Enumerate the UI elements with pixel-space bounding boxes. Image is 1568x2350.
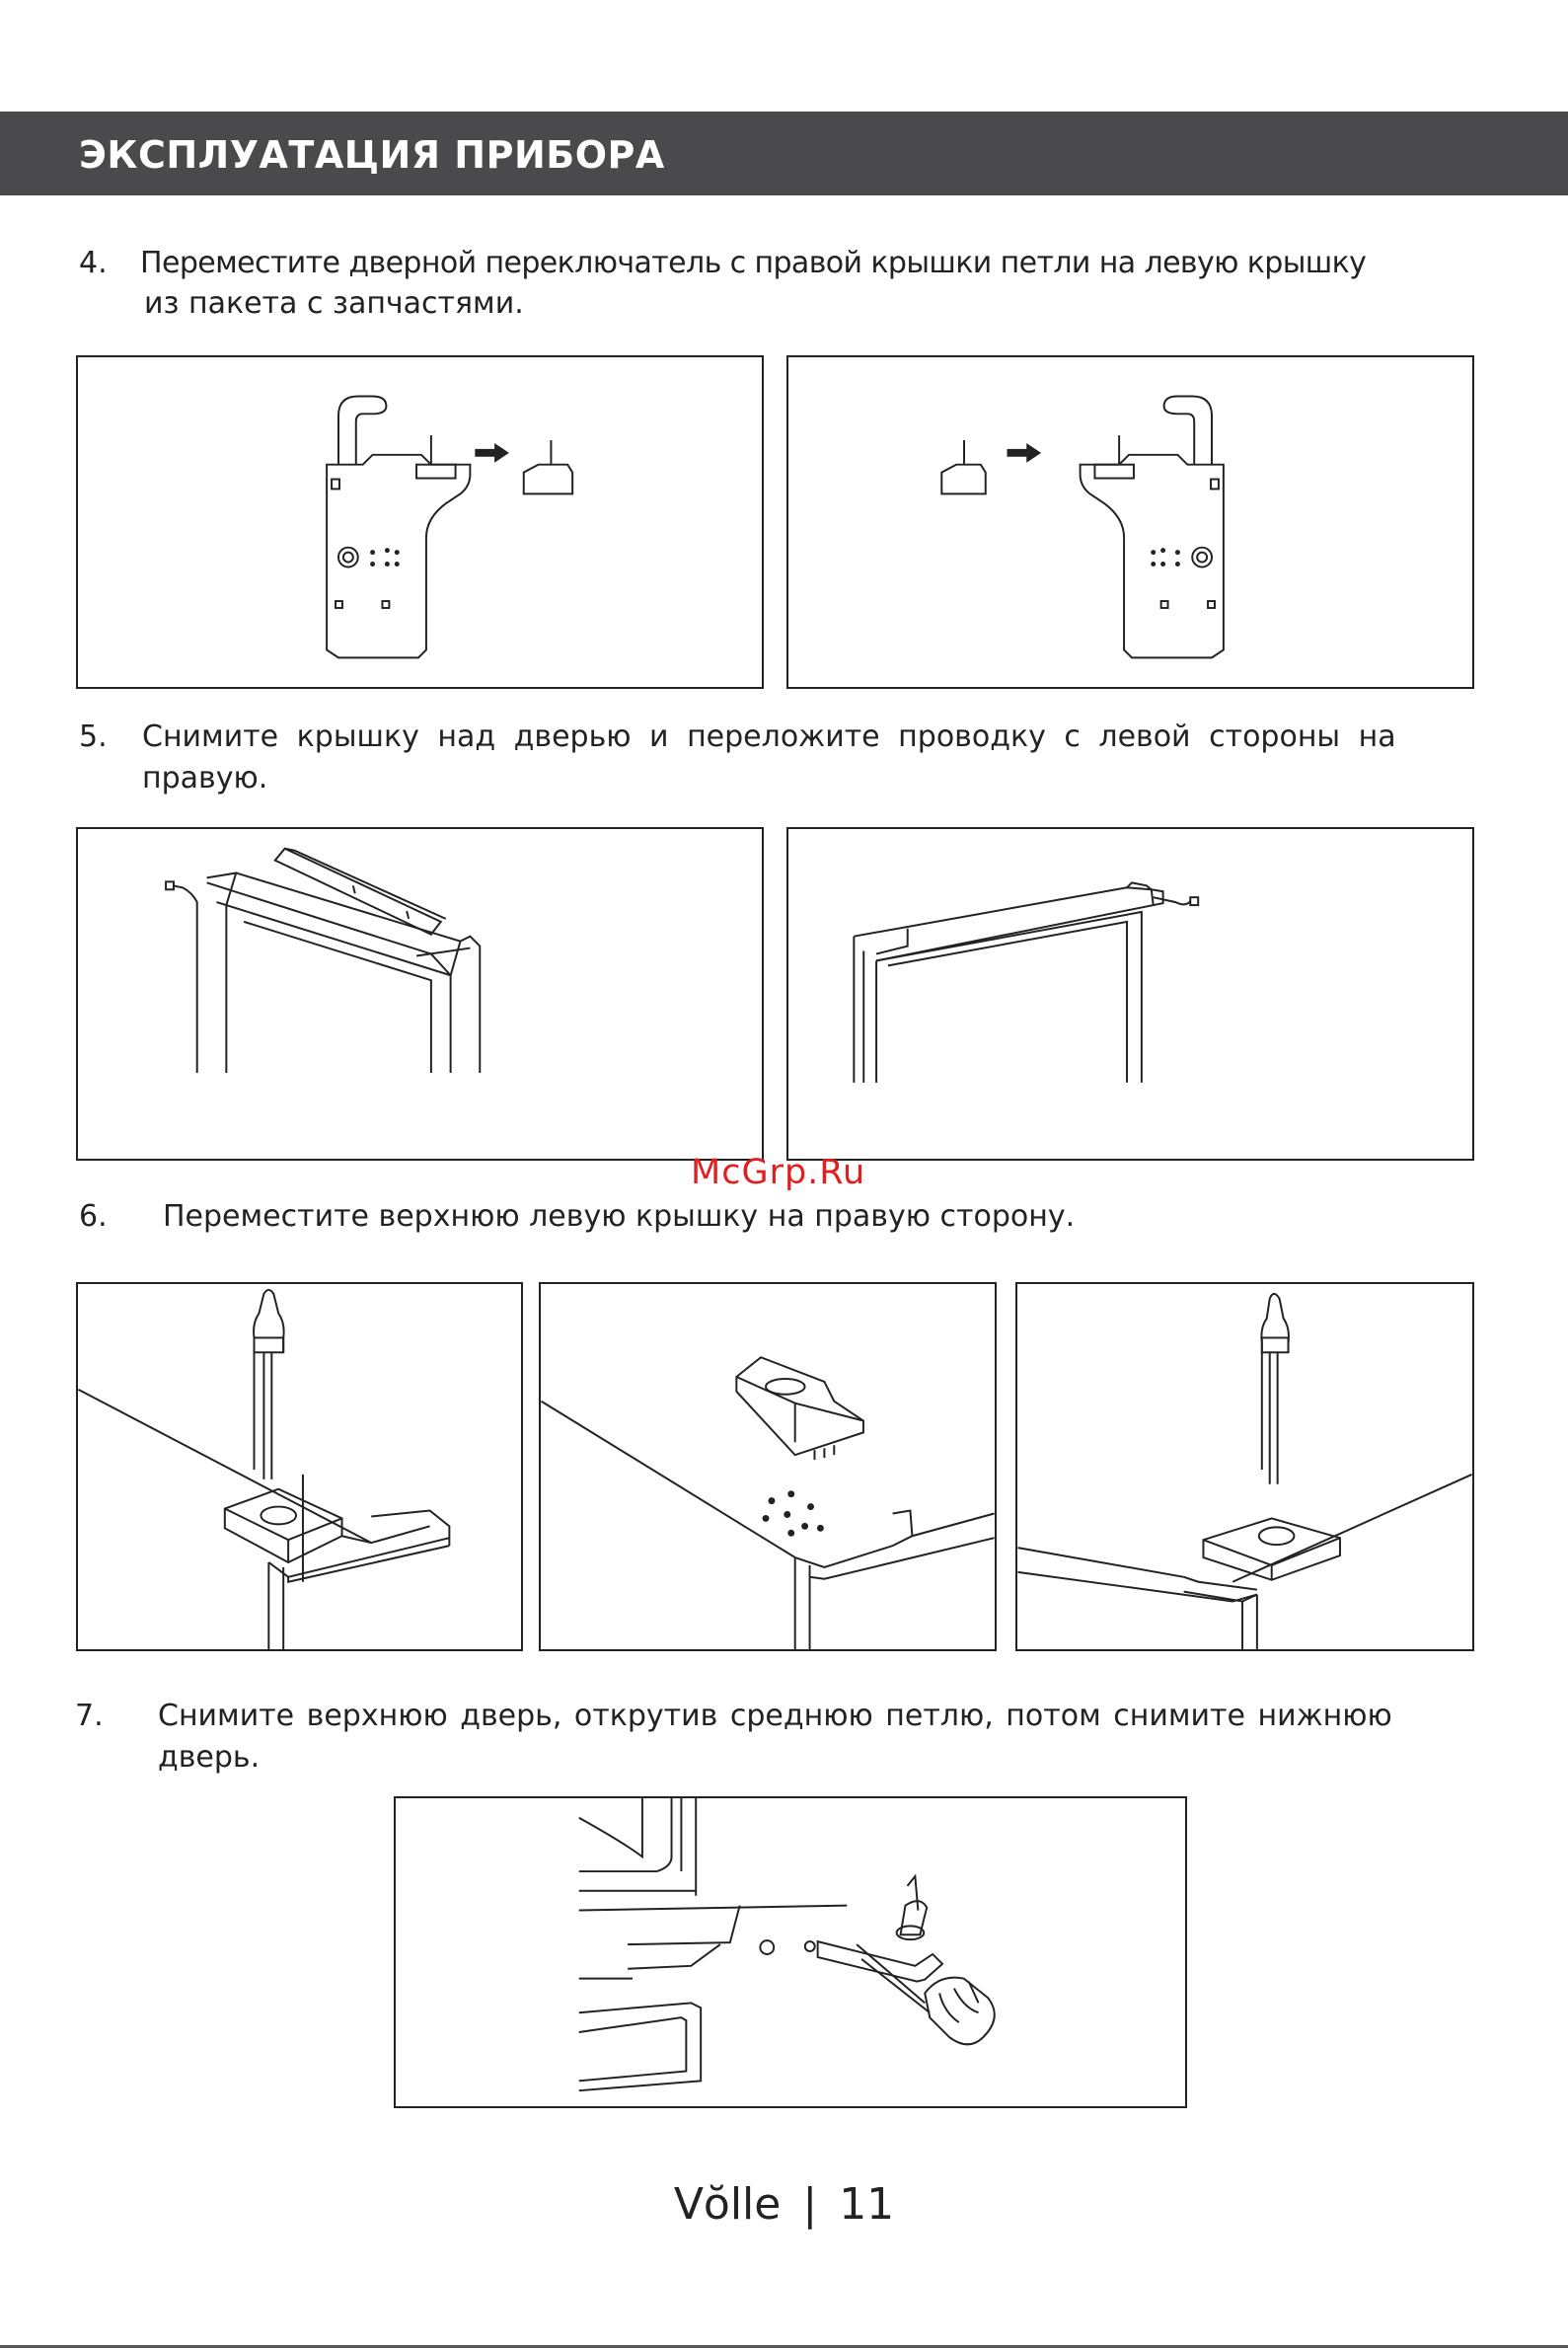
hinge-wrench-illustration [578, 1798, 996, 2092]
section-header: ЭКСПЛУАТАЦИЯ ПРИБОРА [0, 112, 1568, 195]
brand-name: Vŏlle [673, 2179, 782, 2230]
step-5: 5. Снимите крышку над дверью и переложит… [79, 717, 1480, 805]
step-text-line2: из пакета с запчастями. [144, 286, 524, 321]
figure-door-top-cover-right [786, 827, 1474, 1161]
step-7: 7. Снимите верхнюю дверь, открутив средн… [75, 1696, 1480, 1784]
section-title: ЭКСПЛУАТАЦИЯ ПРИБОРА [79, 133, 665, 177]
hinge-cover-illustration [940, 395, 1225, 659]
step-number: 5. [79, 720, 108, 754]
step-text-line1: Переместите верхнюю левую крышку на прав… [163, 1199, 1076, 1234]
step-number: 4. [79, 246, 108, 280]
step-text-line2: правую. [142, 761, 268, 796]
step-6: 6. Переместите верхнюю левую крышку на п… [79, 1196, 1480, 1241]
screwdriver-cover-illustration [78, 1288, 451, 1649]
page-number: 11 [839, 2179, 895, 2230]
door-top-illustration [165, 847, 482, 1074]
screwdriver-cover-illustration [1017, 1292, 1472, 1649]
figure-top-cover-move [539, 1282, 997, 1651]
watermark: McGrp.Ru [691, 1153, 866, 1192]
step-text-line1: Снимите крышку над дверью и переложите п… [142, 720, 1396, 754]
figure-middle-hinge-removal [394, 1796, 1187, 2108]
step-text-line1: Переместите дверной переключатель с прав… [140, 246, 1367, 280]
step-text-line1: Снимите верхнюю дверь, открутив среднюю … [158, 1699, 1392, 1733]
page-footer: Vŏlle | 11 [0, 2179, 1568, 2230]
step-number: 6. [79, 1199, 108, 1234]
step-number: 7. [75, 1699, 104, 1733]
door-top-illustration [853, 881, 1200, 1083]
hinge-cover-illustration [326, 395, 574, 659]
figure-top-cover-screw-left [76, 1282, 523, 1651]
footer-separator: | [802, 2179, 818, 2230]
figure-hinge-cover-left [76, 355, 764, 689]
bottom-rule [0, 2345, 1568, 2348]
step-4: 4. Переместите дверной переключатель с п… [79, 243, 1480, 332]
figure-door-top-cover-left [76, 827, 764, 1161]
cover-move-illustration [541, 1356, 995, 1649]
step-text-line2: дверь. [158, 1740, 261, 1775]
figure-hinge-cover-right [786, 355, 1474, 689]
figure-top-cover-screw-right [1015, 1282, 1474, 1651]
